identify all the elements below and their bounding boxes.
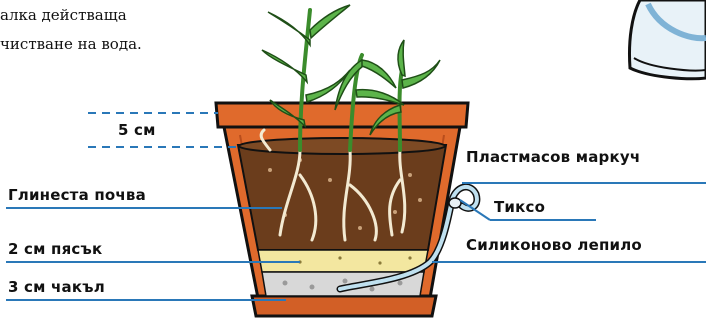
label-sand: 2 см пясък bbox=[8, 240, 102, 258]
bucket-illustration bbox=[629, 0, 706, 79]
label-clay-soil: Глинеста почва bbox=[8, 186, 146, 204]
soil-layer bbox=[238, 138, 446, 250]
label-tape: Тиксо bbox=[494, 198, 545, 216]
label-gravel: 3 см чакъл bbox=[8, 278, 105, 296]
label-plastic-hose: Пластмасов маркуч bbox=[466, 148, 640, 166]
label-depth-5cm: 5 см bbox=[118, 121, 156, 139]
label-silicone-glue: Силиконово лепило bbox=[466, 236, 642, 254]
